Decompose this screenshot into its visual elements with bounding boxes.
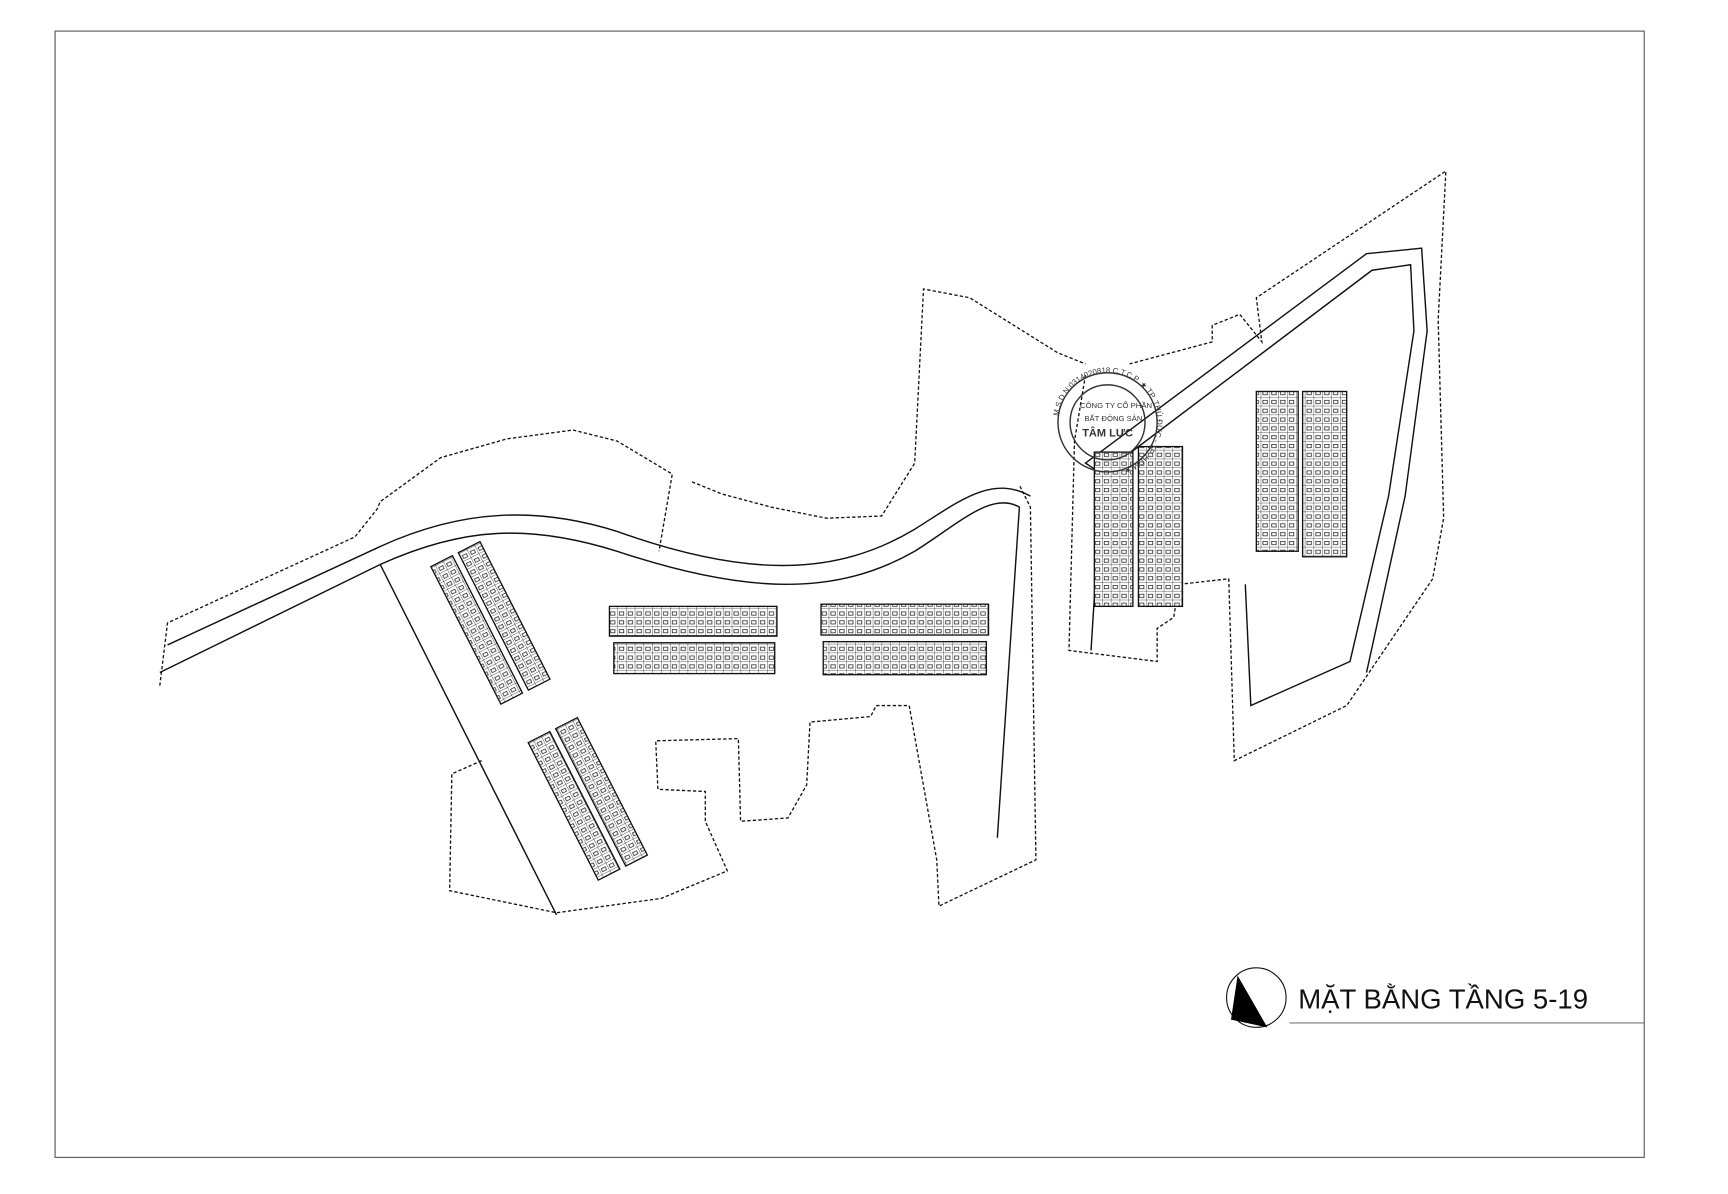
site-boundary-west (159, 288, 1086, 914)
internal-road (159, 247, 1428, 916)
building-block-f (1255, 390, 1348, 558)
building-block-a (429, 540, 551, 706)
building-block-b (527, 716, 649, 881)
drawing-title: MẶT BẰNG TẦNG 5-19 (1298, 984, 1588, 1015)
building-block-d (820, 603, 990, 676)
drawing-frame (54, 30, 1645, 1158)
svg-text:BẤT ĐỘNG SẢN: BẤT ĐỘNG SẢN (1084, 413, 1142, 423)
building-block-c (608, 605, 778, 675)
building-block-e (1093, 445, 1184, 608)
site-boundary-east (1068, 169, 1447, 762)
north-arrow-icon (1226, 967, 1287, 1028)
company-stamp: M.S.D.N:0314020818 C.T.C.P. ★ TP. THỦ ĐỨ… (1051, 366, 1164, 476)
svg-text:CÔNG TY CỔ PHẦN: CÔNG TY CỔ PHẦN (1080, 400, 1152, 410)
svg-text:TÂM LỰC: TÂM LỰC (1082, 427, 1133, 440)
